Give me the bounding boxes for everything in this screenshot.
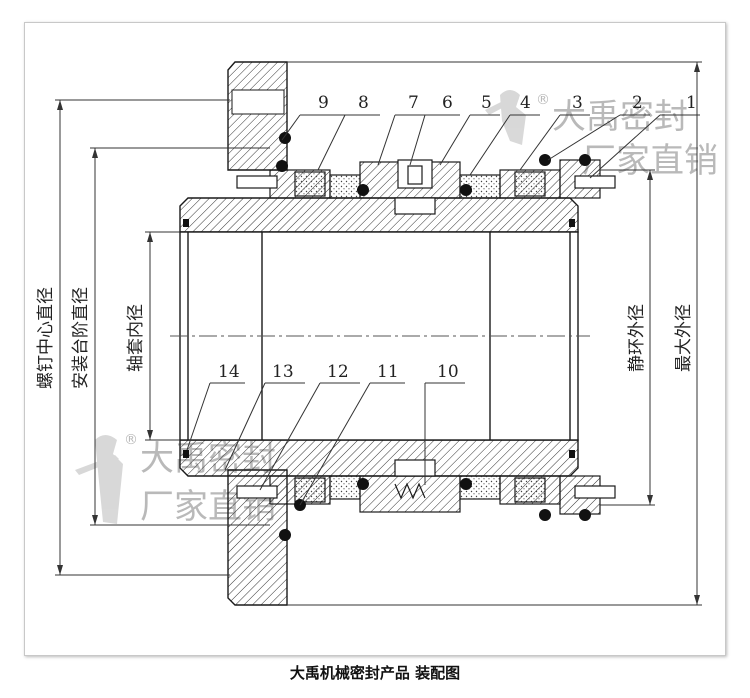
shaft-sleeve <box>179 197 579 477</box>
dim-label-mount-step: 安装台阶直径 <box>71 287 91 389</box>
dim-label-max-od: 最大外径 <box>674 304 694 372</box>
part-number-7: 7 <box>408 93 419 113</box>
watermark-registered-bottom: ® <box>124 432 138 448</box>
part-number-2: 2 <box>632 93 643 113</box>
figure-caption: 大禹机械密封产品 装配图 <box>289 664 461 682</box>
seal-assembly-top <box>236 159 616 215</box>
part-number-8: 8 <box>358 93 369 113</box>
part-number-1: 1 <box>686 93 697 113</box>
part-number-11: 11 <box>377 362 399 382</box>
part-number-4: 4 <box>520 93 531 113</box>
watermark-figure-top <box>485 90 526 145</box>
watermark-figure-bottom <box>75 435 123 524</box>
part-number-12: 12 <box>327 362 349 382</box>
sleeve-o-rings <box>183 219 575 458</box>
dimension-arrows <box>57 62 700 605</box>
part-number-6: 6 <box>442 93 453 113</box>
dim-label-bolt-center: 螺钉中心直径 <box>36 287 56 389</box>
part-number-3: 3 <box>572 93 583 113</box>
watermark-text-top-1: 大禹密封 <box>552 97 688 137</box>
part-number-10: 10 <box>437 362 459 382</box>
part-number-14: 14 <box>218 362 240 382</box>
seal-o-rings-top <box>276 132 591 196</box>
dimension-lines <box>55 61 702 606</box>
leader-lines-bottom <box>186 382 465 506</box>
watermark-registered-top: ® <box>536 92 550 108</box>
dim-label-stationary-od: 静环外径 <box>627 304 647 372</box>
part-number-13: 13 <box>272 362 294 382</box>
seal-o-rings-bottom <box>279 478 591 541</box>
bolt-hole-top <box>231 89 285 115</box>
leader-lines-top <box>281 114 700 179</box>
dim-label-sleeve-inner: 轴套内径 <box>126 304 146 372</box>
part-number-9: 9 <box>318 93 329 113</box>
part-number-5: 5 <box>481 93 492 113</box>
